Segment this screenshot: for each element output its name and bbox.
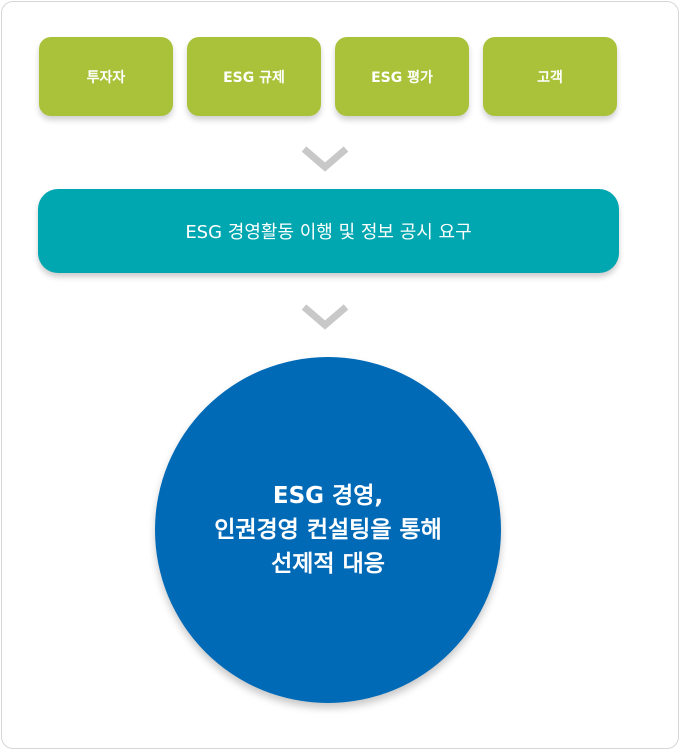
driver-box-investors: 투자자 bbox=[39, 37, 173, 116]
response-line: 인권경영 컨설팅을 통해 bbox=[214, 517, 442, 543]
driver-box-customers: 고객 bbox=[483, 37, 617, 116]
driver-box-esg-rating: ESG 평가 bbox=[335, 37, 469, 116]
driver-label: 투자자 bbox=[86, 69, 126, 86]
requirement-box: ESG 경영활동 이행 및 정보 공시 요구 bbox=[38, 189, 619, 273]
driver-label: 고객 bbox=[537, 69, 563, 86]
chevron-down-icon bbox=[301, 304, 349, 330]
requirement-label: ESG 경영활동 이행 및 정보 공시 요구 bbox=[185, 222, 472, 243]
response-line: ESG 경영, bbox=[272, 483, 384, 509]
response-line: 선제적 대응 bbox=[271, 551, 385, 577]
driver-label: ESG 평가 bbox=[371, 69, 433, 86]
chevron-down-icon bbox=[301, 146, 349, 172]
driver-label: ESG 규제 bbox=[223, 69, 285, 86]
driver-box-esg-regulation: ESG 규제 bbox=[187, 37, 321, 116]
response-circle: ESG 경영, 인권경영 컨설팅을 통해 선제적 대응 bbox=[155, 357, 501, 703]
